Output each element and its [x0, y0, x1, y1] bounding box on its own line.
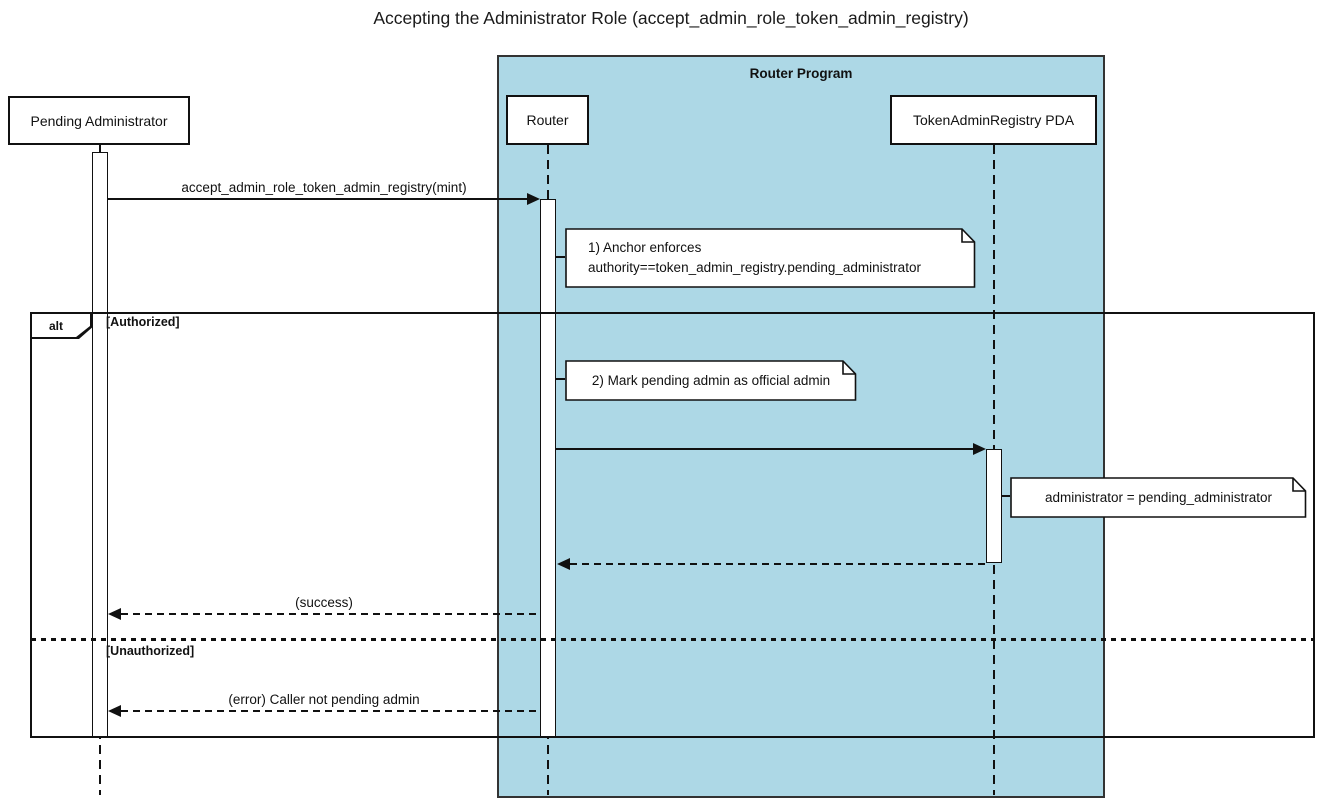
alt-frame-divider [31, 638, 1314, 641]
message-call-line [108, 198, 528, 200]
message-error-line [121, 710, 540, 712]
note-anchor-enforces-line1: 1) Anchor enforces [588, 240, 702, 255]
participant-pending-administrator-label: Pending Administrator [30, 112, 168, 129]
participant-token-admin-registry-pda: TokenAdminRegistry PDA [890, 95, 1097, 145]
note-connector [556, 378, 565, 380]
diagram-title: Accepting the Administrator Role (accept… [373, 8, 969, 28]
message-error-label: (error) Caller not pending admin [228, 692, 420, 707]
message-update-line [556, 448, 974, 450]
activation-token-admin-registry-pda [986, 449, 1002, 563]
message-success-line [121, 613, 540, 615]
message-success-arrowhead-icon [108, 608, 121, 620]
note-connector [1002, 495, 1010, 497]
message-call-arrowhead-icon [527, 193, 540, 205]
participant-pending-administrator: Pending Administrator [8, 96, 190, 145]
note-mark-admin-text: 2) Mark pending admin as official admin [591, 373, 831, 388]
note-set-admin-text: administrator = pending_administrator [1045, 490, 1272, 505]
message-error-arrowhead-icon [108, 705, 121, 717]
router-program-label: Router Program [749, 66, 853, 81]
message-call-label: accept_admin_role_token_admin_registry(m… [181, 180, 467, 195]
note-set-admin: administrator = pending_administrator [1010, 477, 1307, 518]
note-connector [556, 256, 565, 258]
message-update-return-line [570, 563, 986, 565]
alt-operator-label: alt [48, 318, 63, 333]
note-anchor-enforces-line2: authority==token_admin_registry.pending_… [588, 259, 921, 275]
guard-authorized: [Authorized] [106, 315, 180, 329]
guard-unauthorized: [Unauthorized] [106, 644, 195, 658]
message-update-arrowhead-icon [973, 443, 986, 455]
alt-frame [30, 312, 1315, 738]
note-mark-admin: 2) Mark pending admin as official admin [565, 360, 857, 401]
router-program-container [497, 55, 1105, 798]
participant-token-admin-registry-pda-label: TokenAdminRegistry PDA [912, 112, 1075, 128]
note-anchor-enforces: 1) Anchor enforces authority==token_admi… [565, 228, 976, 288]
participant-router: Router [506, 95, 589, 145]
alt-operator-tab: alt [30, 312, 92, 339]
message-success-label: (success) [295, 595, 353, 610]
participant-router-label: Router [526, 112, 569, 128]
message-update-return-arrowhead-icon [557, 558, 570, 570]
